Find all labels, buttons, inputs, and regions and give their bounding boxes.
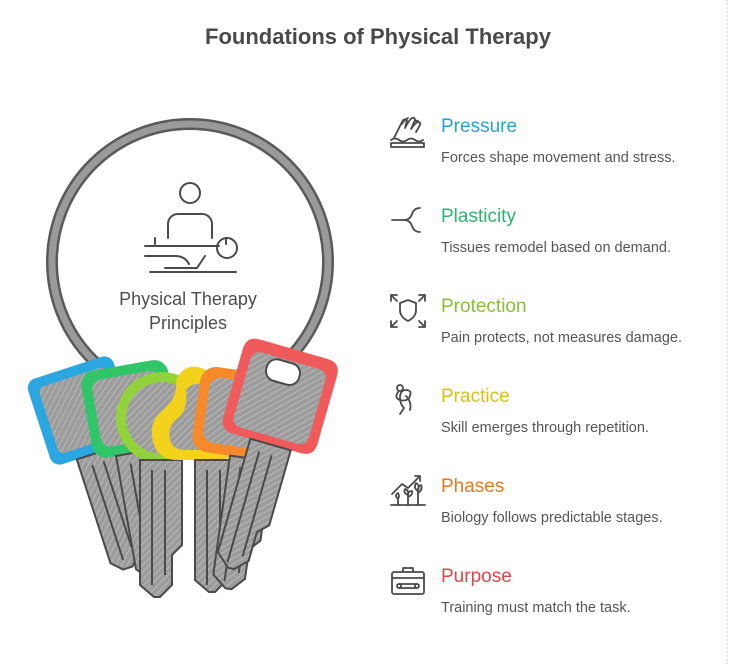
center-label-line1: Physical Therapy	[119, 289, 257, 309]
hand-pressure-icon	[390, 116, 425, 148]
keys-group	[27, 338, 338, 598]
item-title: Plasticity	[441, 206, 516, 227]
item-practice: Practice Skill emerges through repetitio…	[388, 382, 718, 452]
item-purpose: Purpose Training must match the task.	[388, 562, 718, 632]
item-pressure: Pressure Forces shape movement and stres…	[388, 112, 718, 182]
item-title: Protection	[441, 296, 527, 317]
growth-icon	[390, 475, 426, 506]
key-blade-lime	[139, 459, 183, 598]
item-description: Training must match the task.	[441, 600, 631, 616]
item-title: Practice	[441, 386, 510, 407]
item-plasticity: Plasticity Tissues remodel based on dema…	[388, 202, 718, 272]
massage-therapist-icon	[144, 182, 238, 273]
item-description: Pain protects, not measures damage.	[441, 330, 682, 346]
dotted-border	[726, 0, 728, 664]
item-description: Forces shape movement and stress.	[441, 150, 676, 166]
shield-icon	[390, 294, 426, 328]
item-title: Purpose	[441, 566, 512, 587]
item-phases: Phases Biology follows predictable stage…	[388, 472, 718, 542]
acrobat-icon	[395, 384, 412, 415]
key-blade-red	[216, 437, 292, 571]
item-description: Tissues remodel based on demand.	[441, 240, 671, 256]
item-title: Pressure	[441, 116, 518, 137]
center-label-line2: Principles	[148, 313, 228, 333]
item-description: Skill emerges through repetition.	[441, 420, 649, 436]
page-title: Foundations of Physical Therapy	[205, 24, 551, 49]
branch-icon	[391, 207, 421, 233]
item-description: Biology follows predictable stages.	[441, 510, 663, 526]
toolbox-icon	[391, 567, 425, 595]
item-protection: Protection Pain protects, not measures d…	[388, 292, 718, 362]
center-label: Physical Therapy Principles	[98, 287, 278, 335]
item-title: Phases	[441, 476, 505, 497]
